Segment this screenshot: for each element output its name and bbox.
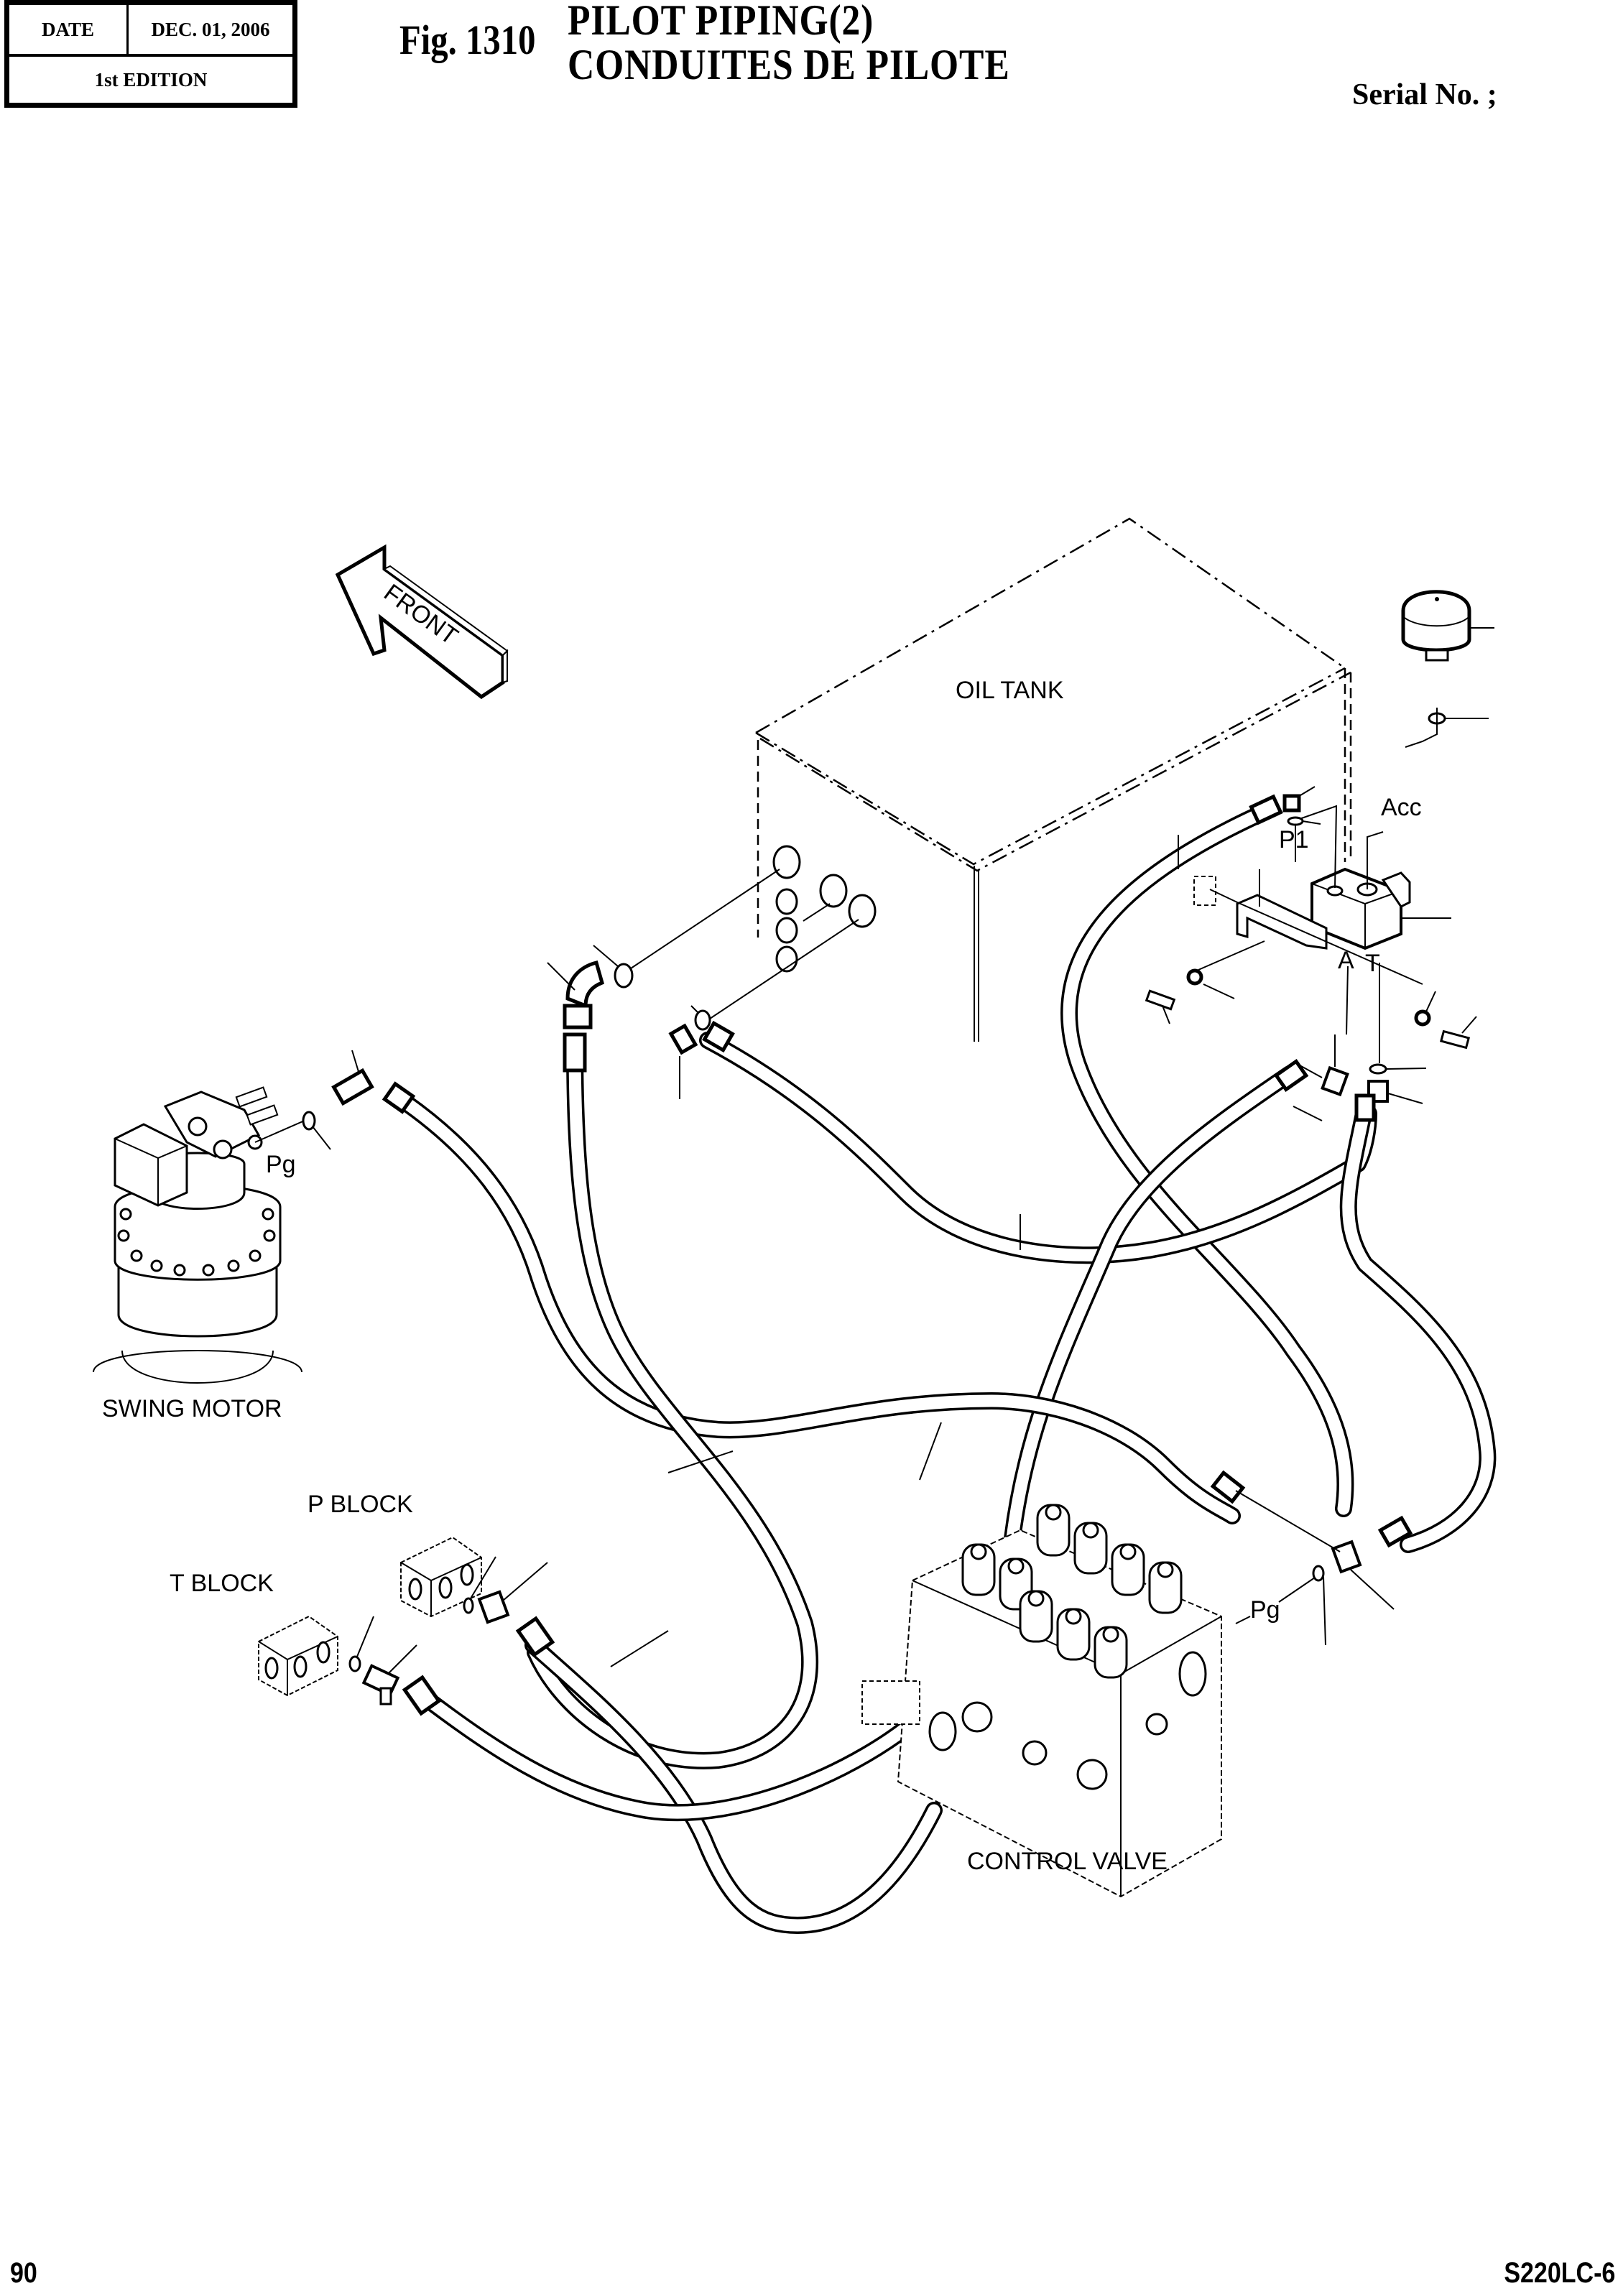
washer-icon xyxy=(1414,1009,1431,1027)
o-ring-icon xyxy=(463,1597,474,1614)
o-ring-icon xyxy=(614,963,634,989)
fastener-group xyxy=(1145,963,1477,1104)
bolt-circle xyxy=(117,1208,276,1277)
model-number: S220LC-6 xyxy=(1504,2257,1615,2289)
o-ring-icon xyxy=(694,1009,711,1031)
oil-tank-label: OIL TANK xyxy=(956,677,1064,704)
spool-caps xyxy=(961,1504,1183,1679)
hose-tank-return xyxy=(699,1032,1377,1264)
washer-icon xyxy=(1186,968,1203,986)
port-label-t: T xyxy=(1365,950,1380,977)
swing-motor-label: SWING MOTOR xyxy=(102,1395,282,1422)
o-ring-icon xyxy=(1312,1565,1325,1582)
front-direction-arrow: FRONT xyxy=(335,544,509,700)
valve-pg-fitting-group xyxy=(1235,1490,1395,1646)
tank-port-bosses xyxy=(772,845,877,973)
elbow-fitting-icon xyxy=(565,960,605,1009)
hose-pg-valve xyxy=(1339,1105,1497,1553)
page-title-french: CONDUITES DE PILOTE xyxy=(568,41,1010,88)
elbow-fitting-icon xyxy=(331,1068,374,1106)
figure-number: Fig. 1310 xyxy=(399,17,536,63)
date-label: DATE xyxy=(9,5,129,54)
port-label-acc: Acc xyxy=(1381,794,1422,821)
control-valve-label: CONTROL VALVE xyxy=(967,1848,1168,1875)
revision-date-row: DATE DEC. 01, 2006 xyxy=(9,5,292,57)
o-ring-icon xyxy=(302,1111,316,1131)
p-block: P BLOCK xyxy=(308,1491,548,1624)
page-number: 90 xyxy=(10,2257,37,2289)
hose-a-port xyxy=(1001,1065,1298,1575)
oil-tank: OIL TANK xyxy=(628,517,1352,1042)
page-title-english: PILOT PIPING(2) xyxy=(568,0,874,44)
o-ring-icon xyxy=(1287,816,1304,826)
bolt-icon xyxy=(1439,1029,1471,1050)
o-ring-icon xyxy=(1369,1063,1387,1075)
port-label-pg-swing: Pg xyxy=(266,1151,296,1178)
revision-box: DATE DEC. 01, 2006 1st EDITION xyxy=(4,0,297,108)
bolt-icon xyxy=(1145,989,1176,1011)
tank-fitting-group xyxy=(547,945,711,1099)
elbow-fitting-icon xyxy=(1282,794,1301,813)
port-label-a: A xyxy=(1338,947,1354,974)
hose-group xyxy=(382,794,1497,1934)
edition-label: 1st EDITION xyxy=(94,68,208,91)
t-block: T BLOCK xyxy=(170,1570,417,1705)
accumulator: Acc xyxy=(1381,590,1494,821)
pilot-valve-block: P1 A T xyxy=(1193,805,1451,985)
hose-end-ferrules xyxy=(382,794,1413,1716)
p1-fitting-group xyxy=(1282,786,1321,826)
connector-fitting-icon xyxy=(477,1590,510,1624)
date-value: DEC. 01, 2006 xyxy=(151,18,270,40)
swing-motor: Pg SWING MOTOR xyxy=(93,1086,313,1422)
serial-number-label: Serial No. ; xyxy=(1352,78,1497,111)
tee-fitting-icon xyxy=(1331,1540,1362,1574)
elbow-fitting-icon xyxy=(1321,1065,1349,1097)
p-block-label: P BLOCK xyxy=(308,1491,413,1518)
hose-swing-motor xyxy=(390,1089,1241,1524)
swivel-fitting-icon xyxy=(668,1023,698,1055)
port-label-pg-valve: Pg xyxy=(1250,1596,1280,1624)
swing-motor-fitting-group xyxy=(302,1050,374,1150)
o-ring-icon xyxy=(348,1655,361,1672)
port-label-p1: P1 xyxy=(1279,826,1309,853)
control-valve: CONTROL VALVE Pg xyxy=(861,1504,1280,1898)
t-block-label: T BLOCK xyxy=(170,1570,274,1597)
